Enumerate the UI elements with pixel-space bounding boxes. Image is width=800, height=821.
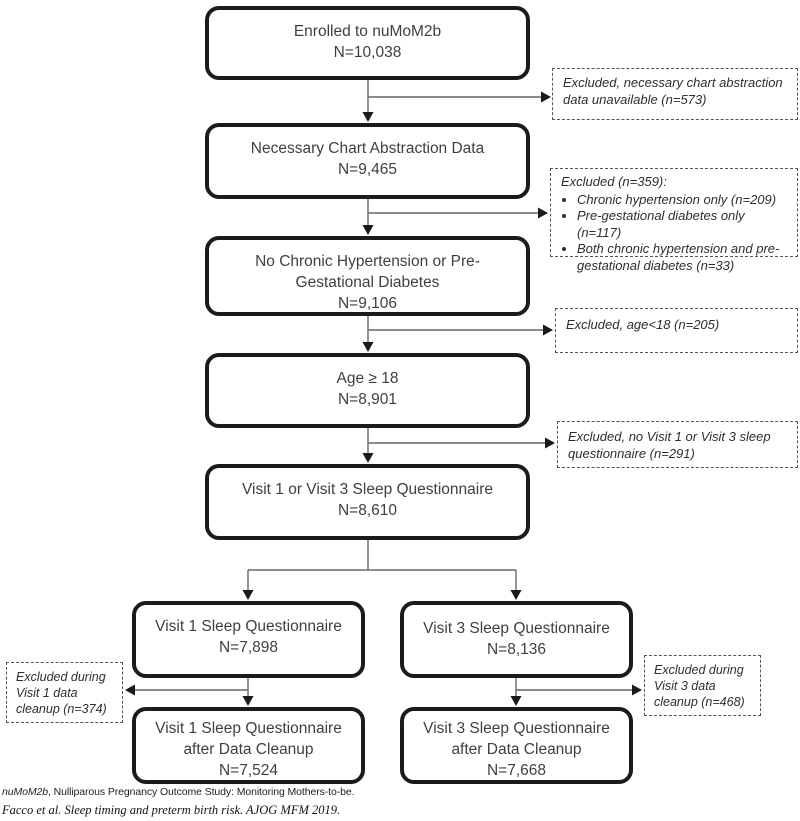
node-enrolled: Enrolled to nuMoM2b N=10,038	[205, 6, 530, 80]
node-line: after Data Cleanup	[451, 741, 582, 758]
node-count: N=7,524	[218, 762, 279, 779]
exclusion-text: Excluded, no Visit 1 or Visit 3 sleep qu…	[568, 429, 771, 461]
node-count: N=10,038	[333, 44, 402, 61]
citation-line: Facco et al. Sleep timing and preterm bi…	[2, 803, 341, 817]
node-line: No Chronic Hypertension or Pre-	[255, 253, 480, 270]
abbreviation-term: nuMoM2b	[2, 786, 48, 798]
node-line: Enrolled to nuMoM2b	[293, 23, 442, 40]
exclusion-text: Excluded, age<18 (n=205)	[566, 317, 720, 332]
figure-caption: nuMoM2b, Nulliparous Pregnancy Outcome S…	[2, 786, 642, 818]
exclusion-bullet: Both chronic hypertension and pre-gestat…	[577, 241, 791, 274]
node-line: Visit 1 Sleep Questionnaire	[155, 720, 342, 737]
exclusion-text: Excluded during Visit 3 data cleanup (n=…	[654, 663, 745, 709]
exclusion-chart-unavailable: Excluded, necessary chart abstraction da…	[552, 68, 798, 120]
node-visit1-or-visit3: Visit 1 or Visit 3 Sleep Questionnaire N…	[205, 464, 530, 540]
exclusion-text: Excluded during Visit 1 data cleanup (n=…	[16, 670, 107, 716]
node-line: Visit 1 Sleep Questionnaire	[155, 618, 342, 635]
exclusion-bullet: Pre-gestational diabetes only (n=117)	[577, 208, 791, 241]
node-count: N=7,668	[486, 762, 547, 779]
node-line: after Data Cleanup	[183, 741, 314, 758]
node-count: N=8,136	[486, 641, 547, 658]
node-line: Age ≥ 18	[336, 370, 399, 387]
exclusion-visit1-cleanup: Excluded during Visit 1 data cleanup (n=…	[6, 662, 123, 723]
node-line: Visit 3 Sleep Questionnaire	[423, 620, 610, 637]
node-count: N=8,901	[337, 391, 398, 408]
node-age-18: Age ≥ 18 N=8,901	[205, 353, 530, 428]
exclusion-bullet: Chronic hypertension only (n=209)	[577, 192, 791, 209]
exclusion-hypertension-diabetes: Excluded (n=359): Chronic hypertension o…	[550, 168, 798, 273]
node-visit1-questionnaire: Visit 1 Sleep Questionnaire N=7,898	[132, 601, 365, 678]
exclusion-age: Excluded, age<18 (n=205)	[555, 308, 798, 353]
node-count: N=9,465	[337, 161, 398, 178]
node-visit1-after-cleanup: Visit 1 Sleep Questionnaire after Data C…	[132, 707, 365, 784]
node-chart-abstraction: Necessary Chart Abstraction Data N=9,465	[205, 123, 530, 199]
abbreviation-definition: , Nulliparous Pregnancy Outcome Study: M…	[48, 786, 355, 798]
node-count: N=7,898	[218, 639, 279, 656]
node-count: N=9,106	[337, 295, 398, 312]
node-visit3-questionnaire: Visit 3 Sleep Questionnaire N=8,136	[400, 601, 633, 678]
node-line: Gestational Diabetes	[295, 274, 440, 291]
node-line: Visit 1 or Visit 3 Sleep Questionnaire	[241, 481, 493, 498]
exclusion-bullet-list: Chronic hypertension only (n=209) Pre-ge…	[561, 192, 791, 275]
exclusion-title: Excluded (n=359):	[561, 174, 667, 189]
node-visit3-after-cleanup: Visit 3 Sleep Questionnaire after Data C…	[400, 707, 633, 784]
node-line: Necessary Chart Abstraction Data	[250, 140, 485, 157]
node-no-hypertension-diabetes: No Chronic Hypertension or Pre- Gestatio…	[205, 236, 530, 316]
node-count: N=8,610	[337, 502, 398, 519]
exclusion-text: Excluded, necessary chart abstraction da…	[563, 75, 783, 107]
exclusion-visit3-cleanup: Excluded during Visit 3 data cleanup (n=…	[644, 655, 761, 716]
node-line: Visit 3 Sleep Questionnaire	[423, 720, 610, 737]
exclusion-no-sleep-questionnaire: Excluded, no Visit 1 or Visit 3 sleep qu…	[557, 421, 798, 468]
abbreviation-note: nuMoM2b, Nulliparous Pregnancy Outcome S…	[2, 786, 642, 798]
